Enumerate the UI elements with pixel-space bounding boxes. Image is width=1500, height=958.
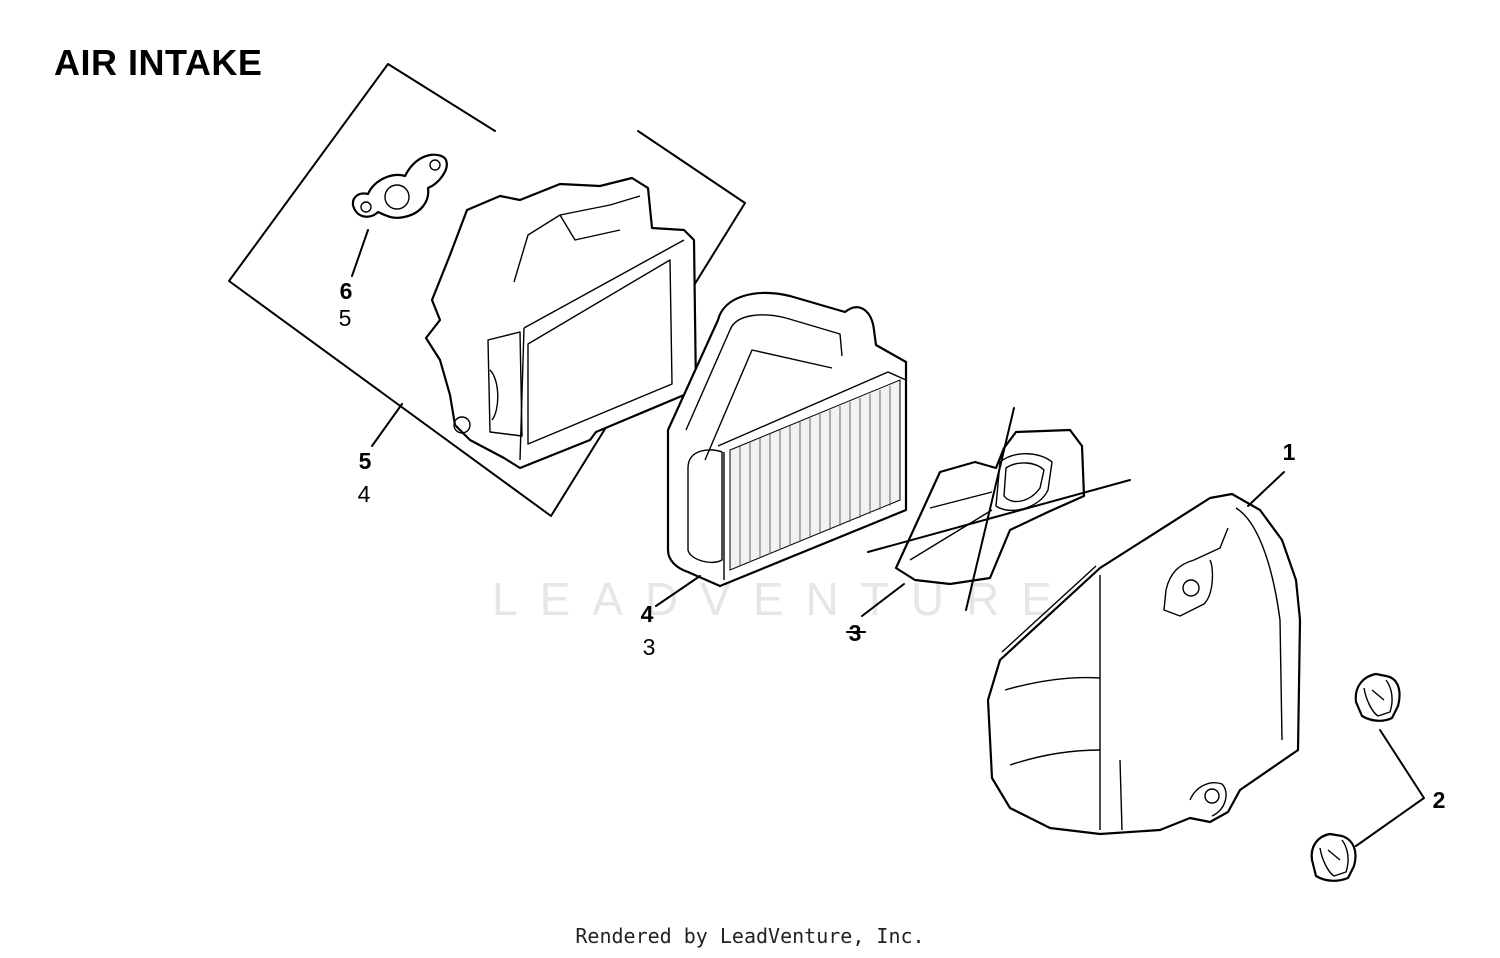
callout-6-sub: 5 bbox=[339, 305, 352, 331]
diagram-title: AIR INTAKE bbox=[54, 42, 263, 83]
footer-credit: Rendered by LeadVenture, Inc. bbox=[575, 924, 925, 948]
part-4-pleated-filter[interactable] bbox=[666, 292, 908, 588]
callout-1-ref: 1 bbox=[1283, 439, 1296, 465]
callout-5[interactable]: 5 4 bbox=[358, 448, 372, 507]
leader-lines bbox=[351, 229, 1425, 847]
callout-3[interactable]: 3 bbox=[846, 620, 866, 646]
callout-4-sub: 3 bbox=[643, 634, 656, 660]
part-1-cover[interactable] bbox=[986, 492, 1302, 836]
callout-2-ref: 2 bbox=[1433, 787, 1446, 813]
callout-6[interactable]: 6 5 bbox=[339, 278, 353, 331]
callout-5-sub: 4 bbox=[358, 481, 371, 507]
assembly-bracket bbox=[228, 63, 746, 517]
part-2-knob-upper[interactable] bbox=[1354, 672, 1401, 722]
part-6-gasket[interactable] bbox=[351, 153, 448, 219]
callout-4[interactable]: 4 3 bbox=[641, 601, 656, 660]
callout-1[interactable]: 1 bbox=[1283, 439, 1296, 465]
callout-6-ref: 6 bbox=[340, 278, 353, 304]
watermark-text: LEADVENTURE bbox=[492, 573, 1074, 625]
callout-5-ref: 5 bbox=[359, 448, 372, 474]
part-3-precleaner[interactable] bbox=[867, 407, 1131, 611]
callout-4-ref: 4 bbox=[641, 601, 654, 627]
part-2-knob-lower[interactable] bbox=[1310, 832, 1357, 882]
part-5-filter-base[interactable] bbox=[424, 176, 698, 470]
callout-2[interactable]: 2 bbox=[1433, 787, 1446, 813]
